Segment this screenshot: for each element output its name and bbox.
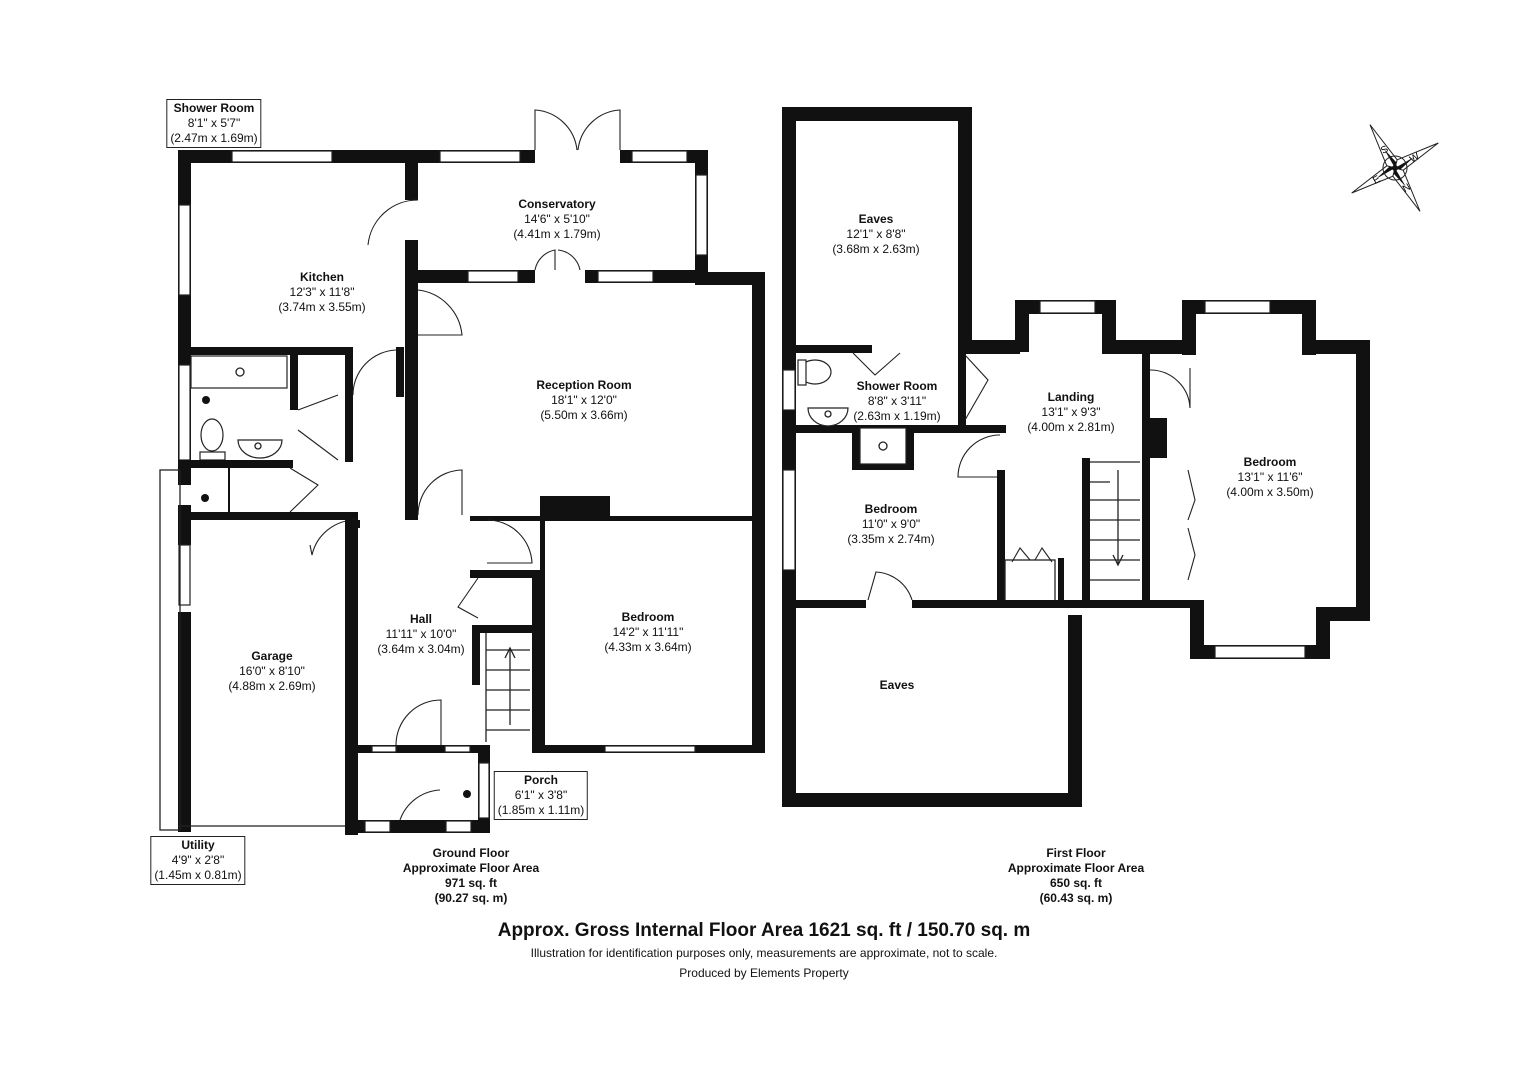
- room-label-shower-room-ground: Shower Room 8'1" x 5'7" (2.47m x 1.69m): [166, 99, 262, 148]
- room-name: Bedroom: [1243, 455, 1297, 469]
- room-label-utility: Utility 4'9" x 2'8" (1.45m x 0.81m): [150, 836, 246, 885]
- gross-internal-area: Approx. Gross Internal Floor Area 1621 s…: [497, 920, 1031, 941]
- room-name: Kitchen: [299, 270, 344, 284]
- room-label-landing: Landing 13'1" x 9'3" (4.00m x 2.81m): [1027, 390, 1114, 435]
- room-size-metric: (2.63m x 1.19m): [853, 409, 941, 423]
- room-label-garage: Garage 16'0" x 8'10" (4.88m x 2.69m): [228, 649, 315, 694]
- room-name: Shower Room: [173, 101, 255, 115]
- room-size-metric: (1.45m x 0.81m): [154, 868, 242, 882]
- room-size-imperial: 8'8" x 3'11": [867, 394, 927, 408]
- room-name: Bedroom: [621, 610, 675, 624]
- room-label-shower-room-first: Shower Room 8'8" x 3'11" (2.63m x 1.19m): [853, 379, 940, 424]
- room-name: Landing: [1047, 390, 1095, 404]
- room-name: Porch: [523, 773, 559, 787]
- room-size-metric: (4.33m x 3.64m): [604, 640, 692, 654]
- room-size-imperial: 12'3" x 11'8": [289, 285, 355, 299]
- room-size-imperial: 8'1" x 5'7": [187, 116, 241, 130]
- room-label-bedroom-first-left: Bedroom 11'0" x 9'0" (3.35m x 2.74m): [847, 502, 934, 547]
- room-label-bedroom-first-right: Bedroom 13'1" x 11'6" (4.00m x 3.50m): [1226, 455, 1313, 500]
- room-label-conservatory: Conservatory 14'6" x 5'10" (4.41m x 1.79…: [513, 197, 600, 242]
- compass-rose-icon: S W N E: [1351, 124, 1439, 212]
- room-label-kitchen: Kitchen 12'3" x 11'8" (3.74m x 3.55m): [278, 270, 365, 315]
- room-label-eaves-lower: Eaves: [880, 678, 915, 693]
- ground-floor-subtitle: Approximate Floor Area: [402, 861, 540, 875]
- room-name: Hall: [409, 612, 432, 626]
- room-size-imperial: 14'2" x 11'11": [612, 625, 684, 639]
- room-name: Bedroom: [864, 502, 918, 516]
- room-size-metric: (3.68m x 2.63m): [832, 242, 920, 256]
- compass-letter-n: N: [1401, 182, 1413, 195]
- first-floor-area-sqft: 650 sq. ft: [1049, 876, 1103, 890]
- first-floor-area-sqm: (60.43 sq. m): [1039, 891, 1113, 905]
- ground-floor-caption: Ground Floor Approximate Floor Area 971 …: [403, 846, 539, 906]
- room-label-bedroom-ground: Bedroom 14'2" x 11'11" (4.33m x 3.64m): [604, 610, 691, 655]
- room-name: Utility: [181, 838, 215, 852]
- disclaimer-text: Illustration for identification purposes…: [530, 946, 998, 960]
- room-name: Eaves: [879, 678, 915, 692]
- room-size-metric: (1.85m x 1.11m): [497, 803, 585, 817]
- room-size-metric: (4.00m x 2.81m): [1027, 420, 1115, 434]
- first-floor-subtitle: Approximate Floor Area: [1007, 861, 1145, 875]
- room-size-metric: (3.74m x 3.55m): [278, 300, 366, 314]
- room-size-imperial: 13'1" x 9'3": [1041, 405, 1101, 419]
- room-size-imperial: 6'1" x 3'8": [514, 788, 568, 802]
- room-name: Reception Room: [536, 378, 632, 392]
- room-size-metric: (3.35m x 2.74m): [847, 532, 935, 546]
- room-label-hall: Hall 11'11" x 10'0" (3.64m x 3.04m): [377, 612, 464, 657]
- room-size-imperial: 11'0" x 9'0": [861, 517, 921, 531]
- first-floor-plan: [782, 107, 1370, 807]
- room-name: Garage: [251, 649, 293, 663]
- compass-letter-s: S: [1379, 144, 1391, 157]
- room-name: Eaves: [858, 212, 894, 226]
- room-size-metric: (3.64m x 3.04m): [377, 642, 465, 656]
- first-floor-title: First Floor: [1046, 846, 1106, 860]
- room-size-metric: (2.47m x 1.69m): [170, 131, 258, 145]
- compass-letter-e: E: [1371, 174, 1383, 187]
- room-size-metric: (4.88m x 2.69m): [228, 679, 316, 693]
- room-size-imperial: 4'9" x 2'8": [171, 853, 225, 867]
- first-floor-caption: First Floor Approximate Floor Area 650 s…: [1008, 846, 1144, 906]
- ground-floor-title: Ground Floor: [432, 846, 510, 860]
- room-name: Conservatory: [518, 197, 596, 211]
- room-label-porch: Porch 6'1" x 3'8" (1.85m x 1.11m): [493, 771, 589, 820]
- room-size-imperial: 13'1" x 11'6": [1237, 470, 1303, 484]
- room-size-imperial: 14'6" x 5'10": [524, 212, 590, 226]
- room-label-eaves-upper: Eaves 12'1" x 8'8" (3.68m x 2.63m): [832, 212, 919, 257]
- room-label-reception-room: Reception Room 18'1" x 12'0" (5.50m x 3.…: [536, 378, 631, 423]
- ground-floor-area-sqft: 971 sq. ft: [444, 876, 498, 890]
- room-size-imperial: 11'11" x 10'0": [385, 627, 457, 641]
- room-size-metric: (4.00m x 3.50m): [1226, 485, 1314, 499]
- ground-floor-plan: [159, 109, 765, 835]
- room-size-metric: (4.41m x 1.79m): [513, 227, 601, 241]
- room-size-imperial: 12'1" x 8'8": [846, 227, 906, 241]
- room-size-imperial: 18'1" x 12'0": [551, 393, 617, 407]
- room-name: Shower Room: [856, 379, 938, 393]
- room-size-imperial: 16'0" x 8'10": [239, 664, 305, 678]
- ground-floor-area-sqm: (90.27 sq. m): [434, 891, 508, 905]
- producer-credit: Produced by Elements Property: [679, 966, 849, 980]
- room-size-metric: (5.50m x 3.66m): [540, 408, 628, 422]
